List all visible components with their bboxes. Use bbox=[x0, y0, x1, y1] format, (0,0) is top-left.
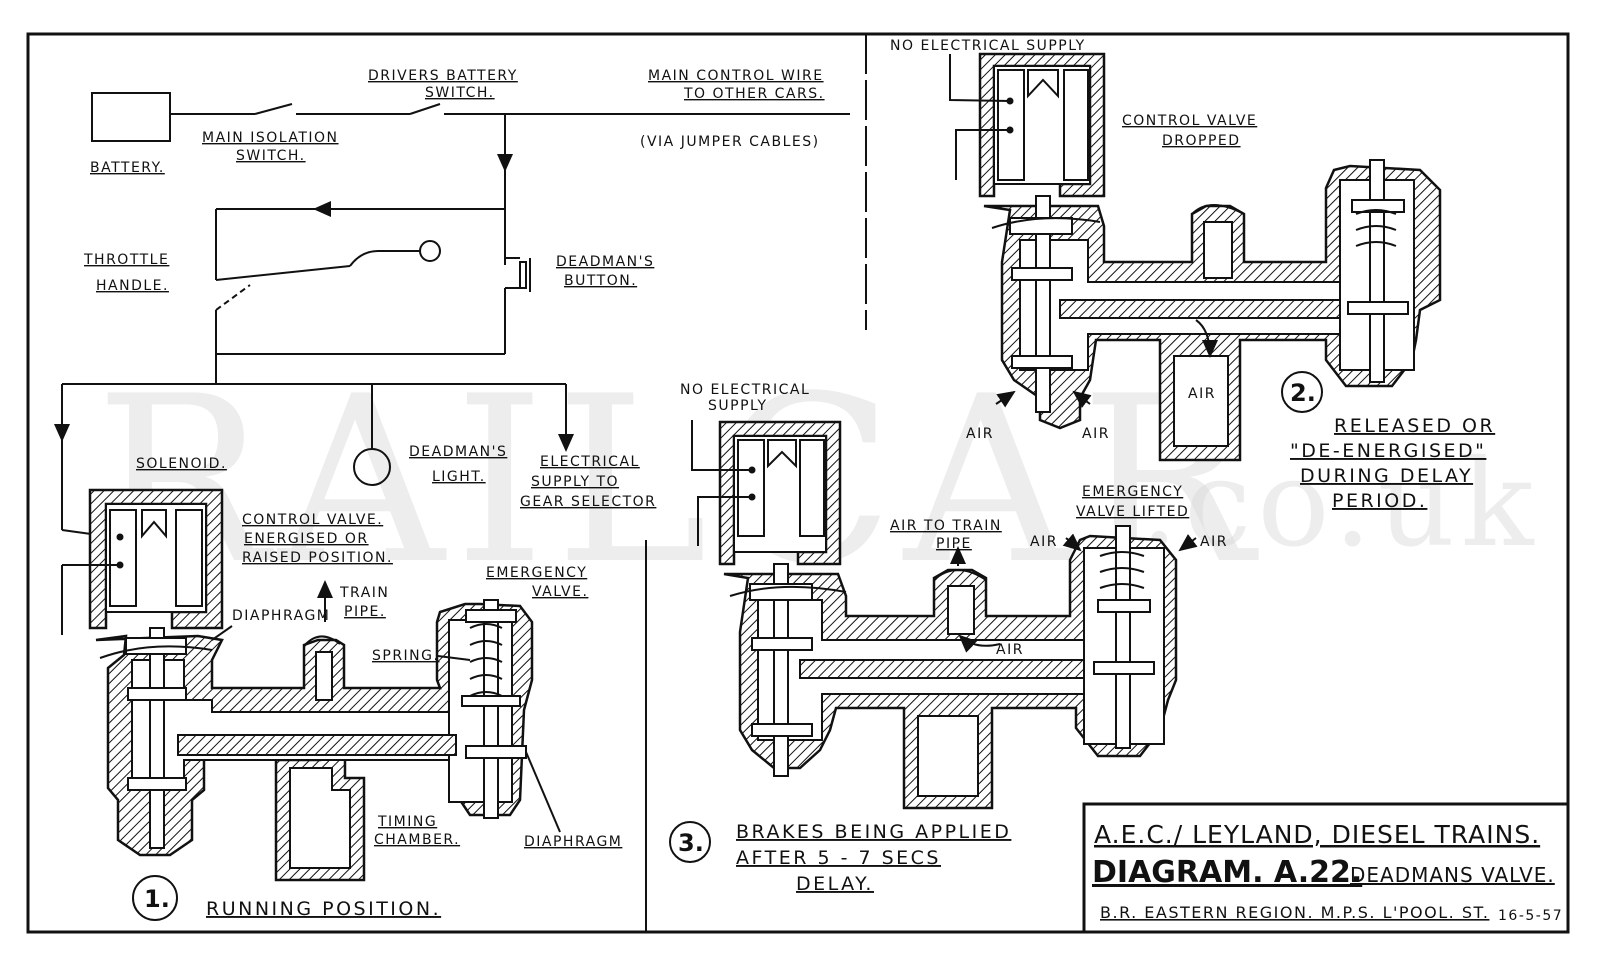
panel-2-number-circle bbox=[1281, 371, 1323, 413]
panel-3-air-flow: AIR bbox=[996, 642, 1024, 658]
title-line-1: A.E.C./ LEYLAND, DIESEL TRAINS. bbox=[1094, 820, 1540, 849]
deadmans-light-label-1: DEADMAN'S bbox=[409, 444, 507, 460]
panel-3-caption-3: DELAY. bbox=[796, 873, 874, 895]
train-pipe-label-1: TRAIN bbox=[339, 585, 389, 601]
timing-chamber-2: CHAMBER. bbox=[374, 832, 460, 848]
deadmans-button-label-2: BUTTON. bbox=[564, 273, 637, 289]
panel-3-number-circle bbox=[669, 821, 711, 863]
diaphragm-top-label: DIAPHRAGM bbox=[232, 608, 330, 624]
drivers-switch-label-1: DRIVERS BATTERY bbox=[368, 68, 518, 84]
deadmans-button-label-1: DEADMAN'S bbox=[556, 254, 654, 270]
via-jumper-cables: (VIA JUMPER CABLES) bbox=[640, 134, 820, 150]
panel-3-caption-1: BRAKES BEING APPLIED bbox=[736, 821, 1011, 843]
panel-3-air-right: AIR bbox=[1200, 534, 1228, 550]
spring-label: SPRING. bbox=[372, 648, 439, 664]
drivers-switch-label-2: SWITCH. bbox=[425, 85, 495, 101]
drivers-battery-switch bbox=[409, 103, 441, 115]
panel-2-control-valve-2: DROPPED bbox=[1162, 133, 1241, 149]
main-control-wire-1: MAIN CONTROL WIRE bbox=[648, 68, 824, 84]
panel-3-number: 3. bbox=[678, 829, 704, 857]
deadmans-light-label-2: LIGHT. bbox=[432, 469, 486, 485]
panel-2-caption-2: "DE-ENERGISED" bbox=[1290, 440, 1486, 462]
panel-2-caption-1: RELEASED OR bbox=[1334, 415, 1495, 437]
throttle-label-2: HANDLE. bbox=[96, 278, 169, 294]
panel-2-no-supply: NO ELECTRICAL SUPPLY bbox=[890, 38, 1086, 54]
deadmans-light bbox=[353, 448, 391, 486]
train-pipe-label-2: PIPE. bbox=[344, 604, 386, 620]
valve-body bbox=[95, 602, 534, 882]
panel-2-released: NO ELECTRICAL SUPPLY AIR AIR AIR CONTROL… bbox=[890, 38, 1495, 512]
title-diagram-number: DIAGRAM. A.22. bbox=[1092, 855, 1362, 890]
emergency-valve-label-2: VALVE. bbox=[532, 584, 588, 600]
electrical-circuit: BATTERY. MAIN ISOLATION SWITCH. DRIVERS … bbox=[54, 68, 850, 539]
panel-3-caption-2: AFTER 5 - 7 SECS bbox=[736, 847, 941, 869]
isolation-label-1: MAIN ISOLATION bbox=[202, 130, 339, 146]
panel-3-air-to-pipe-2: PIPE bbox=[936, 536, 972, 552]
panel-3-air-left: AIR bbox=[1030, 534, 1058, 550]
main-isolation-switch bbox=[254, 103, 293, 115]
panel-3-air-to-pipe-1: AIR TO TRAIN bbox=[890, 518, 1002, 534]
panel-2-air-chamber: AIR bbox=[1188, 386, 1216, 402]
panel-3-emergency-1: EMERGENCY bbox=[1082, 484, 1183, 500]
title-line-3: B.R. EASTERN REGION. M.P.S. L'POOL. ST. bbox=[1100, 903, 1489, 922]
panel-3-no-supply-1: NO ELECTRICAL bbox=[680, 382, 810, 398]
electrical-supply-1: ELECTRICAL bbox=[540, 454, 640, 470]
battery-label: BATTERY. bbox=[90, 160, 165, 176]
electrical-supply-3: GEAR SELECTOR bbox=[520, 494, 656, 510]
panel-2-control-valve-1: CONTROL VALVE bbox=[1122, 113, 1257, 129]
electrical-supply-2: SUPPLY TO bbox=[531, 474, 619, 490]
panel-3-no-supply-2: SUPPLY bbox=[708, 398, 768, 414]
isolation-label-2: SWITCH. bbox=[236, 148, 306, 164]
control-valve-3: RAISED POSITION. bbox=[242, 550, 393, 566]
title-date: 16-5-57 bbox=[1498, 908, 1563, 924]
panel-1-number: 1. bbox=[144, 885, 170, 913]
panel-2-air-right: AIR bbox=[1082, 426, 1110, 442]
panel-2-air-left: AIR bbox=[966, 426, 994, 442]
main-control-wire-2: TO OTHER CARS. bbox=[683, 86, 825, 102]
battery-box bbox=[91, 92, 171, 142]
diaphragm-bottom-label: DIAPHRAGM bbox=[524, 834, 622, 850]
control-valve-2: ENERGISED OR bbox=[244, 531, 369, 547]
control-valve-1: CONTROL VALVE. bbox=[242, 512, 383, 528]
throttle-contact bbox=[215, 284, 251, 311]
panel-2-number: 2. bbox=[1290, 379, 1316, 407]
panel-3-emergency-2: VALVE LIFTED bbox=[1076, 504, 1189, 520]
panel-1-number-circle bbox=[132, 875, 178, 921]
deadmans-button bbox=[519, 261, 527, 289]
timing-chamber-1: TIMING bbox=[377, 814, 437, 830]
panel-2-caption-3: DURING DELAY bbox=[1300, 465, 1473, 487]
panel-3-brakes-applied: NO ELECTRICAL SUPPLY AIR AIR TO TRAIN PI… bbox=[669, 382, 1228, 895]
title-valve-name: DEADMANS VALVE. bbox=[1350, 863, 1555, 887]
throttle-label-1: THROTTLE bbox=[83, 252, 169, 268]
emergency-valve-label-1: EMERGENCY bbox=[486, 565, 587, 581]
throttle-knob bbox=[419, 240, 441, 262]
drawing-border bbox=[26, 32, 1570, 934]
solenoid-label: SOLENOID. bbox=[136, 456, 227, 472]
panel-1-caption: RUNNING POSITION. bbox=[206, 898, 441, 920]
panel-1-running-position: SOLENOID. CONTROL VALVE. ENERGISED OR RA… bbox=[61, 456, 622, 921]
panel-2-caption-4: PERIOD. bbox=[1332, 490, 1427, 512]
title-block: A.E.C./ LEYLAND, DIESEL TRAINS. DIAGRAM.… bbox=[1082, 802, 1570, 934]
